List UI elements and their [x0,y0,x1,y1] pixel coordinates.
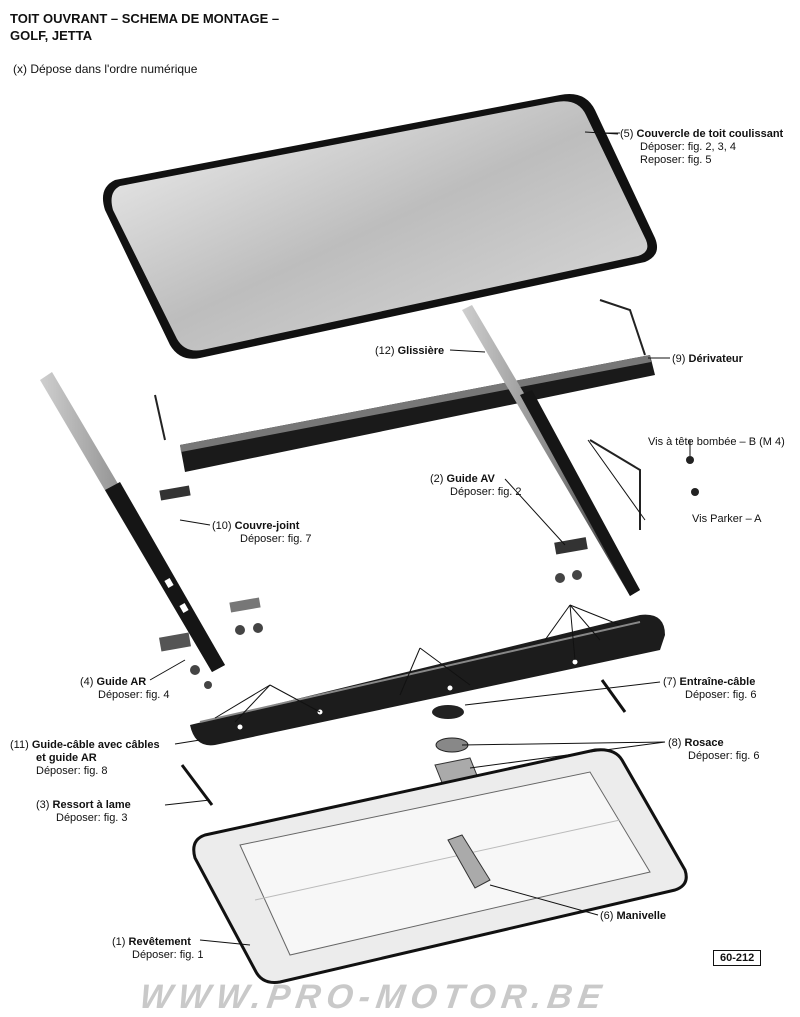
label-12-number: (12) [375,345,395,357]
label-10-name: Couvre-joint [234,520,300,532]
label-1-name: Revêtement [128,936,191,948]
label-9: (9) Dérivateur [672,353,743,366]
label-2-name: Guide AV [446,473,495,485]
label-11-number: (11) [10,739,29,751]
crank-handle [447,834,491,889]
label-11-remove: Déposer: fig. 8 [36,765,108,777]
right-guide-rail [462,305,641,596]
label-3-number: (3) [36,799,50,811]
label-1: (1) Revêtement Déposer: fig. 1 [112,936,204,962]
label-2-remove: Déposer: fig. 2 [450,486,522,498]
label-5-remove: Déposer: fig. 2, 3, 4 [640,141,736,153]
diagram-title: TOIT OUVRANT – SCHEMA DE MONTAGE – GOLF,… [10,10,279,44]
figure-reference: 60-212 [713,950,762,966]
label-8-number: (8) [668,737,682,749]
screw-a-icon [691,488,699,496]
label-screw-a: Vis Parker – A [692,513,762,525]
label-8: (8) Rosace Déposer: fig. 6 [668,737,760,763]
label-8-name: Rosace [684,737,724,749]
entraine-spring [600,679,627,713]
label-4-name: Guide AR [96,676,147,688]
leaf-spring [180,764,214,806]
label-4-remove: Déposer: fig. 4 [98,689,170,701]
label-7-number: (7) [663,676,677,688]
label-11-name-2: et guide AR [36,752,97,764]
watermark: WWW.PRO-MOTOR.BE [137,978,610,1016]
label-12: (12) Glissière [375,345,444,358]
label-10-remove: Déposer: fig. 7 [240,533,312,545]
label-1-number: (1) [112,936,126,948]
label-11: (11) Guide-câble avec câbles et guide AR… [10,739,160,778]
label-9-name: Dérivateur [688,353,743,365]
title-line-2: GOLF, JETTA [10,28,93,43]
label-6-number: (6) [600,910,614,922]
diagram-subtitle: (x) Dépose dans l'ordre numérique [13,62,198,76]
label-3: (3) Ressort à lame Déposer: fig. 3 [36,799,131,825]
label-3-remove: Déposer: fig. 3 [56,812,128,824]
cable-guide-frame [190,614,665,746]
label-5: (5) Couvercle de toit coulissant Déposer… [620,128,783,167]
deflector [154,299,655,472]
label-7: (7) Entraîne-câble Déposer: fig. 6 [663,676,757,702]
title-line-1: TOIT OUVRANT – SCHEMA DE MONTAGE – [10,11,280,26]
cable-drive [432,705,464,719]
label-3-name: Ressort à lame [52,799,131,811]
label-5-refit: Reposer: fig. 5 [640,154,712,166]
label-5-name: Couvercle de toit coulissant [636,128,784,140]
label-4-number: (4) [80,676,94,688]
label-5-number: (5) [620,128,634,140]
label-7-remove: Déposer: fig. 6 [685,689,757,701]
leader-lines [149,131,691,946]
rear-guide [159,632,212,689]
left-guide-rail [40,372,225,672]
label-12-name: Glissière [397,345,445,357]
front-guide [554,537,588,583]
label-7-name: Entraîne-câble [679,676,756,688]
label-1-remove: Déposer: fig. 1 [132,949,204,961]
sliding-roof-cover [102,94,658,359]
label-screw-b: Vis à tête bombée – B (M 4) [648,436,785,448]
label-4: (4) Guide AR Déposer: fig. 4 [80,676,170,702]
label-10: (10) Couvre-joint Déposer: fig. 7 [212,520,312,546]
joint-cover [159,485,263,635]
screw-b-icon [686,456,694,464]
label-6: (6) Manivelle [600,910,666,923]
label-11-name: Guide-câble avec câbles [31,739,160,751]
label-9-number: (9) [672,353,686,365]
label-6-name: Manivelle [616,910,667,922]
label-2-number: (2) [430,473,444,485]
headliner-trim [192,748,688,984]
label-2: (2) Guide AV Déposer: fig. 2 [430,473,522,499]
label-8-remove: Déposer: fig. 6 [688,750,760,762]
label-10-number: (10) [212,520,232,532]
